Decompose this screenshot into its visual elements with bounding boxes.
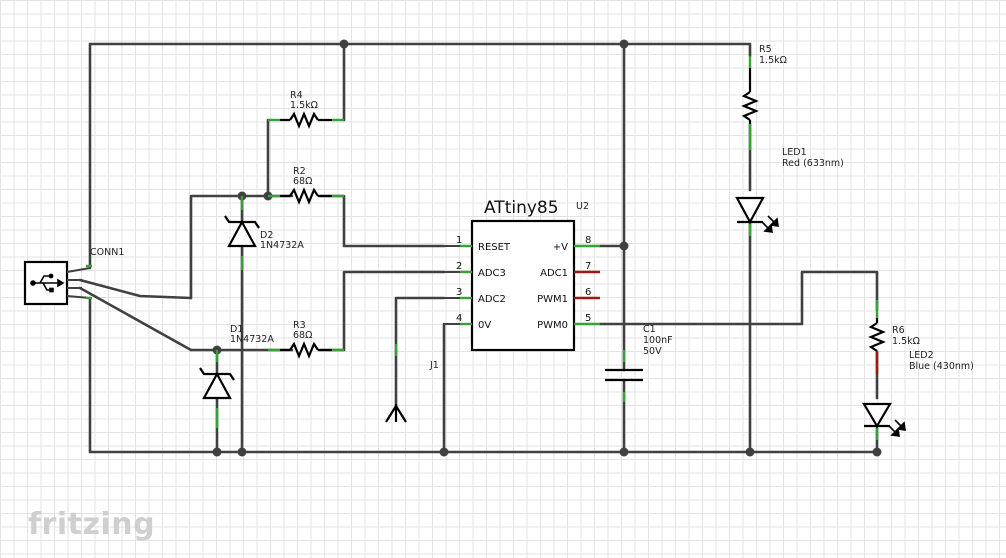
led1-ref: LED1 (782, 147, 807, 158)
wire-r3-adc3 (318, 270, 446, 352)
r3-value: 68Ω (293, 330, 312, 341)
pin-label-0v: 0V (478, 320, 491, 331)
pin-number: 8 (585, 235, 591, 246)
junction (439, 447, 449, 457)
led1-red[interactable]: LED1 Red (633nm) (735, 134, 844, 236)
wire-usb-d-plus (78, 278, 193, 300)
junction (339, 39, 349, 49)
resistor-r2[interactable]: R2 68Ω (268, 166, 344, 205)
c1-ref: C1 (643, 324, 656, 335)
resistor-r5[interactable]: R5 1.5kΩ (741, 44, 787, 134)
ic-attiny85[interactable]: ATtiny85 U2 1 2 3 4 RESET ADC3 ADC2 0V 8… (444, 198, 600, 352)
pin-number: 1 (456, 235, 462, 246)
j1-antenna[interactable]: J1 (385, 344, 439, 423)
pin-label-adc2: ADC2 (478, 294, 506, 305)
usb-icon (30, 273, 65, 293)
junction (619, 447, 629, 457)
d1-ref: D1 (230, 324, 243, 335)
resistor-r3[interactable]: R3 68Ω (268, 320, 344, 359)
junction (237, 447, 247, 457)
pin-number: 2 (456, 261, 462, 272)
r4-ref: R4 (290, 90, 303, 101)
junction (872, 447, 882, 457)
r2-value: 68Ω (293, 176, 312, 187)
capacitor-c1[interactable]: C1 100nF 50V (605, 324, 673, 402)
ic-ref: U2 (576, 201, 589, 212)
c1-rating: 50V (643, 346, 662, 357)
junctions (212, 39, 882, 457)
wire-d2-r2 (189, 194, 294, 300)
pin-label-adc3: ADC3 (478, 268, 506, 279)
wire-adc2-j1 (394, 296, 446, 410)
j1-ref: J1 (429, 360, 439, 371)
wire-r2-reset (318, 194, 446, 248)
pin-label-vcc: +V (553, 242, 568, 253)
d2-ref: D2 (260, 230, 273, 241)
led2-blue[interactable]: LED2 Blue (430nm) (862, 350, 974, 440)
junction (619, 241, 629, 251)
wire-usb-d-minus (78, 286, 193, 352)
r2-ref: R2 (293, 166, 306, 177)
pin-label-adc1: ADC1 (540, 268, 568, 279)
wire-pwm0 (598, 270, 879, 326)
led2-value: Blue (430nm) (909, 361, 974, 372)
pin-number: 4 (456, 313, 462, 324)
light-emission-icon (888, 419, 906, 437)
ic-name: ATtiny85 (484, 198, 559, 218)
wire-top-rail (88, 42, 752, 270)
wire-vcc (598, 42, 626, 248)
d2-value: 1N4732A (260, 240, 304, 251)
r3-ref: R3 (293, 320, 306, 331)
pin-label-pwm0: PWM0 (537, 320, 568, 331)
r6-ref: R6 (892, 325, 905, 336)
usb-connector[interactable]: CONN1 (23, 247, 124, 306)
conn1-ref: CONN1 (90, 247, 124, 258)
led1-value: Red (633nm) (782, 158, 844, 169)
zener-diode-d2[interactable]: D2 1N4732A (224, 196, 304, 270)
c1-value: 100nF (643, 335, 673, 346)
resistor-r6[interactable]: R6 1.5kΩ (868, 300, 920, 362)
r4-value: 1.5kΩ (290, 100, 318, 111)
r6-value: 1.5kΩ (892, 336, 920, 347)
resistor-r4[interactable]: R4 1.5kΩ (268, 90, 344, 129)
d1-value: 1N4732A (230, 334, 274, 345)
pin-label-reset: RESET (478, 242, 511, 253)
junction (212, 447, 222, 457)
junction (745, 447, 755, 457)
fritzing-logo: fritzing (28, 507, 155, 542)
r5-ref: R5 (759, 44, 772, 55)
r5-value: 1.5kΩ (759, 55, 787, 66)
pin-number: 3 (456, 287, 462, 298)
pin-number: 5 (585, 313, 591, 324)
pin-number: 6 (585, 287, 591, 298)
light-emission-icon (761, 215, 779, 233)
junction (619, 39, 629, 49)
zener-diode-d1[interactable]: D1 1N4732A (199, 324, 274, 428)
antenna-icon (385, 403, 407, 423)
pin-label-pwm1: PWM1 (537, 294, 568, 305)
led2-ref: LED2 (909, 350, 934, 361)
wire-bottom-rail (88, 296, 879, 454)
pin-number: 7 (585, 261, 591, 272)
